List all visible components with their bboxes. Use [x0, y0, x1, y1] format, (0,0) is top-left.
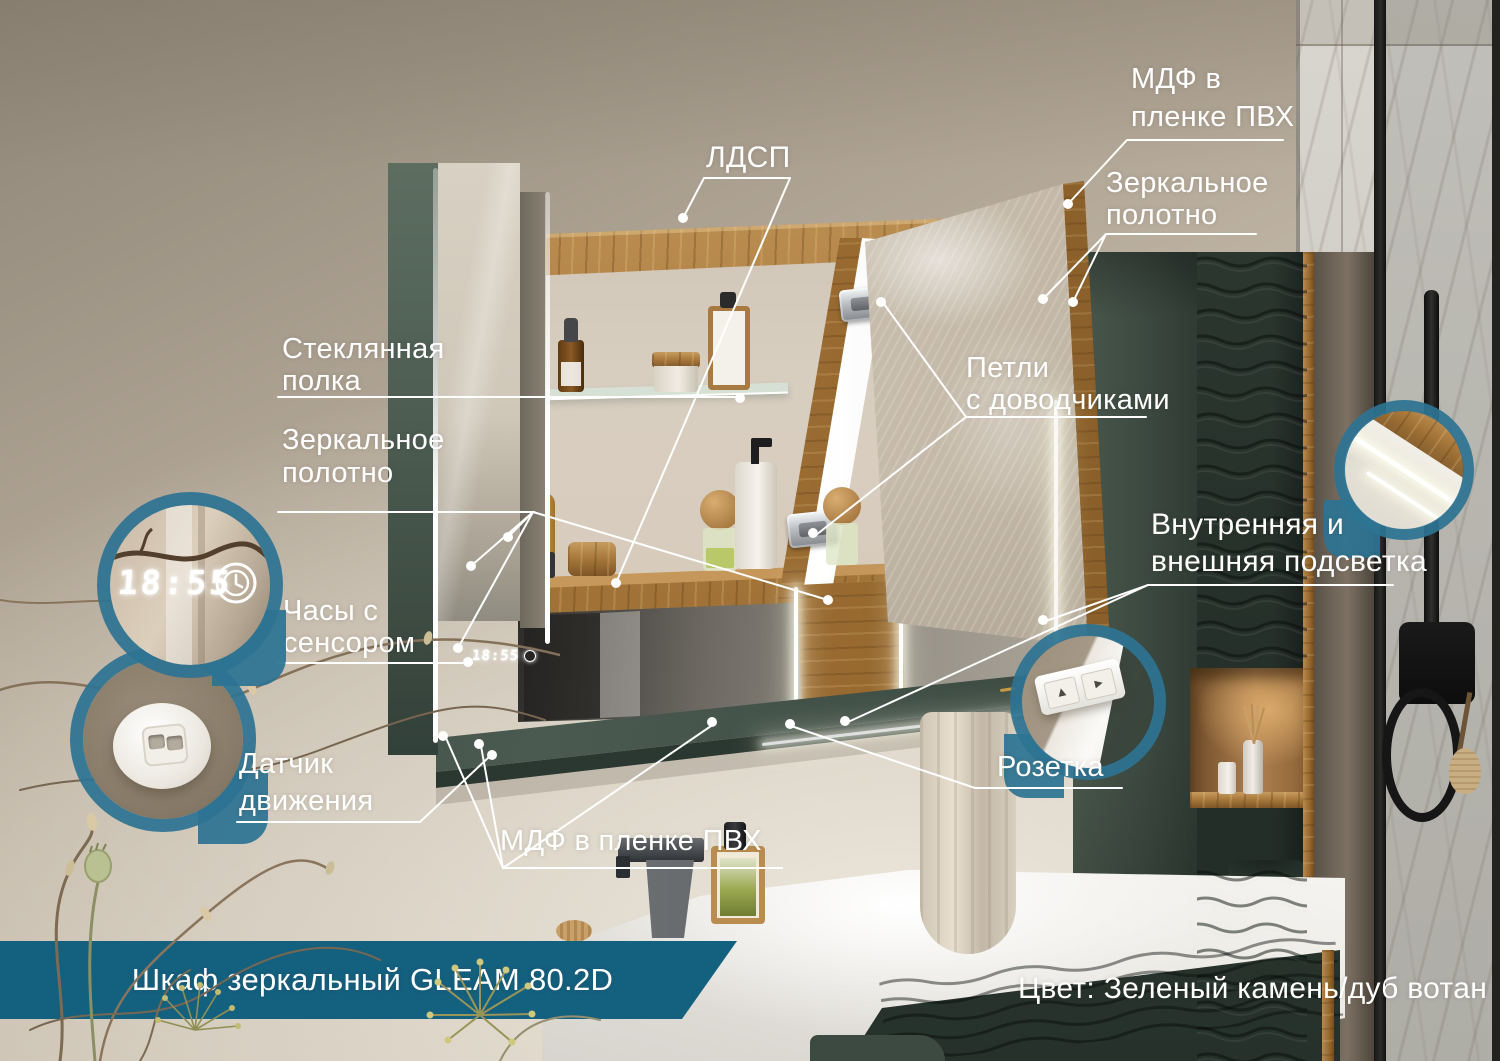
wood-ball-perfume-glass [826, 523, 858, 565]
led-strip-carcass-left [545, 192, 550, 644]
vanity-towel-green [810, 1035, 945, 1061]
callout-ring [1334, 400, 1474, 540]
wooden-jar-lid [652, 352, 700, 368]
carcass-shadow-gap [520, 192, 546, 628]
soap-dispenser-pump [751, 444, 759, 464]
left-door-mirror [438, 163, 520, 621]
callout-ring [97, 492, 283, 678]
perfume-cap [724, 822, 746, 850]
shower-frame-bar [1492, 0, 1500, 1061]
candle-jar [1218, 762, 1236, 794]
wood-ball-perfume [700, 490, 740, 530]
annotation-socket: Розетка [997, 751, 1104, 783]
cream-jar [654, 366, 698, 392]
led-strip-post-left [794, 587, 798, 717]
annotation-mdf-bottom: МДФ в пленке ПВХ [500, 825, 762, 857]
annotation-mirror-canvas-left: Зеркальное полотно [282, 424, 445, 489]
mirror-clock-sensor-icon [524, 650, 537, 662]
wood-ball-perfume [823, 487, 861, 525]
callout-clock: 18:55 [90, 486, 300, 702]
mirror-clock-display: 18:55 [471, 648, 537, 664]
bath-brush-head [1449, 748, 1481, 794]
cabinet-left-side-green [388, 163, 438, 755]
annotation-mdf-top: МДФ в пленке ПВХ [1131, 63, 1295, 133]
faucet-spout [618, 838, 704, 862]
annotation-clock-sensor: Часы с сенсором [283, 595, 416, 659]
tall-cabinet-oak-edge [1303, 252, 1314, 1061]
perfume-liquid [706, 548, 734, 568]
oak-framed-bottle [708, 306, 750, 390]
annotation-hinges: Петли с доводчиками [966, 352, 1170, 416]
product-color-caption: Цвет: Зеленый камень/дуб вотан [1018, 972, 1488, 1005]
led-strip-door-left [433, 168, 438, 743]
led-strip-post-right [899, 581, 903, 715]
annotation-ldsp: ЛДСП [706, 141, 791, 174]
annotation-lighting: Внутренняя и внешняя подсветка [1151, 508, 1428, 578]
round-wood-jar [568, 542, 616, 576]
annotation-mirror-canvas-top: Зеркальное полотно [1106, 167, 1269, 231]
marble-trim [1296, 0, 1500, 46]
vanity-oak-edge [1322, 950, 1334, 1061]
soap-dispenser [735, 462, 777, 569]
dried-plants [29, 813, 601, 1061]
dropper-bottle-cap [564, 318, 578, 342]
oak-framed-bottle-cap [720, 292, 736, 308]
dropper-bottle-label [561, 362, 581, 386]
diffuser-bottle [1243, 740, 1263, 794]
niche-shelf [1190, 792, 1310, 808]
soap-dispenser-spout [751, 438, 772, 447]
annotation-glass-shelf: Стеклянная полка [282, 333, 445, 397]
led-strip-right-inner [1054, 400, 1058, 650]
callout-led-lighting [1318, 392, 1488, 564]
hanging-towel [920, 712, 1016, 954]
annotation-motion-sensor: Датчик движения [239, 748, 374, 817]
wooden-soap-brush [556, 920, 592, 942]
